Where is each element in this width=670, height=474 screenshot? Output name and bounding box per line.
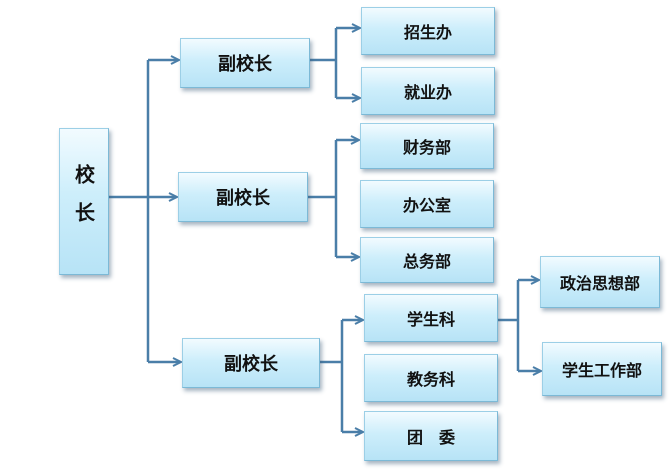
node-finance-dept-label: 财务部 (402, 138, 451, 157)
node-vice-principal-3: 副校长 (182, 338, 320, 388)
node-political-ideology-dept: 政治思想部 (540, 256, 660, 308)
node-vice-principal-2: 副校长 (178, 172, 308, 222)
node-principal: 校长 (59, 128, 109, 275)
node-academic-affairs-section: 教务科 (364, 354, 498, 402)
node-vice-principal-3-label: 副校长 (224, 354, 278, 375)
node-student-section: 学生科 (364, 294, 498, 342)
node-office: 办公室 (360, 180, 494, 228)
node-employment-office: 就业办 (361, 67, 495, 115)
node-vice-principal-1: 副校长 (180, 38, 310, 88)
node-youth-league-committee-label: 团 委 (406, 428, 455, 447)
node-youth-league-committee: 团 委 (364, 411, 498, 461)
node-academic-affairs-section-label: 教务科 (406, 370, 455, 389)
node-employment-office-label: 就业办 (403, 83, 452, 102)
node-general-affairs-dept: 总务部 (360, 237, 494, 283)
node-vice-principal-2-label: 副校长 (216, 188, 270, 209)
node-student-section-label: 学生科 (406, 310, 455, 329)
node-admissions-office-label: 招生办 (403, 23, 452, 42)
node-student-affairs-dept: 学生工作部 (542, 342, 662, 396)
node-office-label: 办公室 (402, 196, 451, 215)
node-principal-label: 校长 (71, 163, 96, 240)
node-finance-dept: 财务部 (360, 123, 494, 169)
node-vice-principal-1-label: 副校长 (218, 54, 272, 75)
node-student-affairs-dept-label: 学生工作部 (561, 361, 642, 380)
node-general-affairs-dept-label: 总务部 (402, 252, 451, 271)
node-political-ideology-dept-label: 政治思想部 (559, 274, 640, 293)
node-admissions-office: 招生办 (361, 7, 495, 55)
